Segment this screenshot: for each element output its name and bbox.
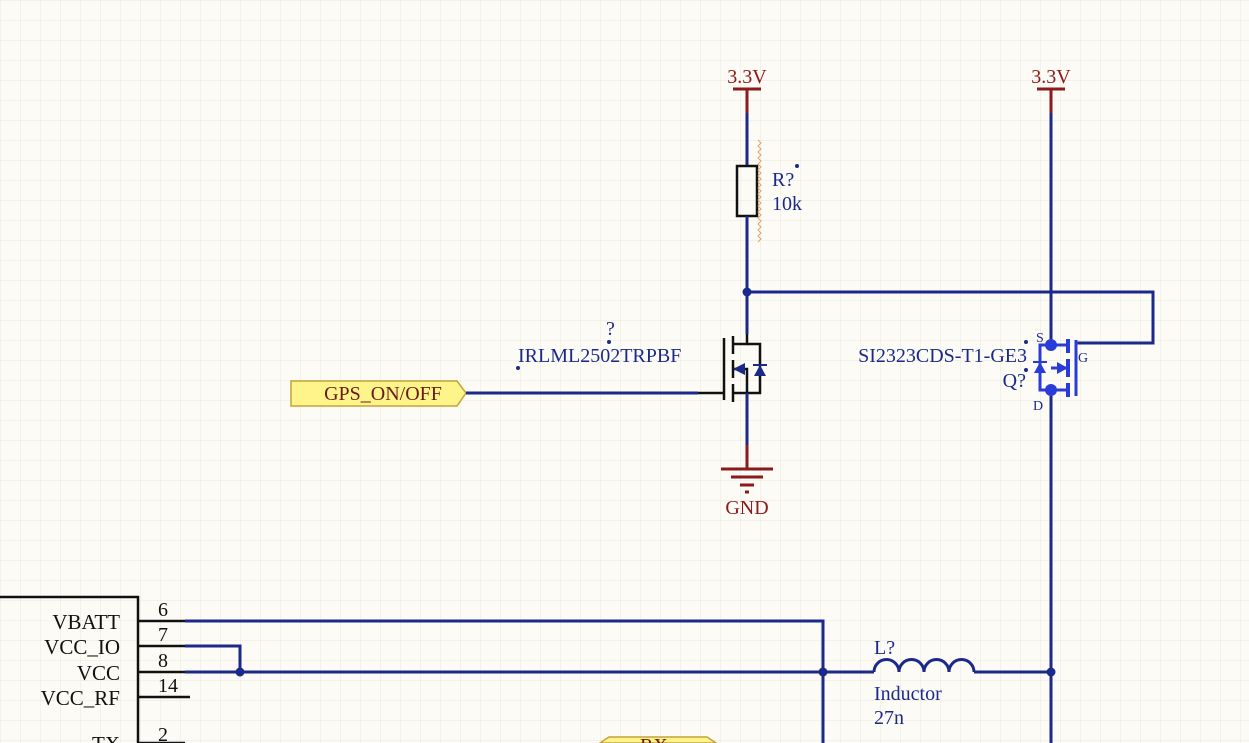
nmos-anchor-dot-2	[516, 366, 520, 370]
ic-pin-number-14: 14	[158, 675, 178, 697]
pmos-pin-d: D	[1033, 399, 1043, 414]
pmos-source-pad	[1045, 339, 1057, 351]
ic-pin-name-vcc: VCC	[77, 661, 120, 685]
ic-pin-name-vcc-io: VCC_IO	[44, 635, 120, 659]
port-rx-label: RX	[640, 735, 668, 743]
power-port-gnd[interactable]: GND	[721, 445, 773, 519]
ic-pin-number-6: 6	[158, 599, 168, 621]
port-gps-on-off[interactable]: GPS_ON/OFF	[290, 380, 467, 407]
pmos-transistor[interactable]: S G D SI2323CDS-T1-GE3 Q?	[858, 331, 1088, 414]
inductor-designator[interactable]: L?	[874, 637, 895, 659]
pmos-arrow	[1057, 362, 1068, 374]
port-rx[interactable]: RX	[598, 735, 718, 743]
nmos-designator[interactable]: ?	[606, 318, 615, 340]
nmos-part-number[interactable]: IRLML2502TRPBF	[518, 345, 681, 367]
nmos-anchor-dot	[607, 340, 611, 344]
power-port-3v3-left[interactable]: 3.3V	[727, 66, 767, 113]
nmos-transistor[interactable]: ? IRLML2502TRPBF	[516, 292, 767, 445]
ic-pin-number-2: 2	[158, 724, 168, 743]
wire-vbatt[interactable]	[185, 619, 825, 743]
pmos-drain-pad	[1045, 384, 1057, 396]
pmos-designator[interactable]: Q?	[1003, 370, 1026, 392]
inductor-l[interactable]: L? Inductor 27n	[872, 637, 976, 729]
power-label-3v3-right: 3.3V	[1031, 66, 1071, 88]
inductor-value[interactable]: 27n	[874, 707, 904, 729]
junction-vcc-io	[235, 667, 245, 677]
ic-pin-number-8: 8	[158, 650, 168, 672]
ic-pin-name-vbatt: VBATT	[52, 610, 120, 634]
nmos-arrow	[733, 363, 745, 375]
inductor-type[interactable]: Inductor	[874, 683, 942, 705]
pmos-pin-g: G	[1078, 351, 1088, 366]
gps-module-ic[interactable]: VBATT VCC_IO VCC VCC_RF TX 6 7 8 14 2	[0, 595, 190, 743]
ic-pin-name-vcc-rf: VCC_RF	[41, 686, 120, 710]
resistor-r[interactable]: R? 10k	[735, 113, 802, 293]
power-label-gnd: GND	[725, 497, 768, 519]
junction-vbatt-vcc	[818, 667, 828, 677]
pmos-part-number[interactable]: SI2323CDS-T1-GE3	[858, 345, 1027, 367]
pmos-body-diode	[1034, 362, 1046, 373]
resistor-designator[interactable]: R?	[772, 169, 794, 191]
resistor-selection-hint	[757, 139, 762, 243]
resistor-value[interactable]: 10k	[772, 193, 802, 215]
wire-pmos-gate[interactable]	[747, 290, 1155, 345]
power-port-3v3-right[interactable]: 3.3V	[1031, 66, 1071, 113]
resistor-anchor-dot	[795, 164, 799, 168]
port-gps-label: GPS_ON/OFF	[324, 383, 442, 405]
power-label-3v3-left: 3.3V	[727, 66, 767, 88]
junction-inductor-drain	[1046, 667, 1056, 677]
pmos-pin-s: S	[1036, 331, 1044, 346]
ic-body	[0, 595, 140, 743]
wire-vcc-io[interactable]	[185, 644, 242, 672]
nmos-body-diode	[754, 365, 766, 376]
ic-pin-number-7: 7	[158, 624, 168, 646]
ic-pin-name-tx: TX	[92, 732, 120, 743]
